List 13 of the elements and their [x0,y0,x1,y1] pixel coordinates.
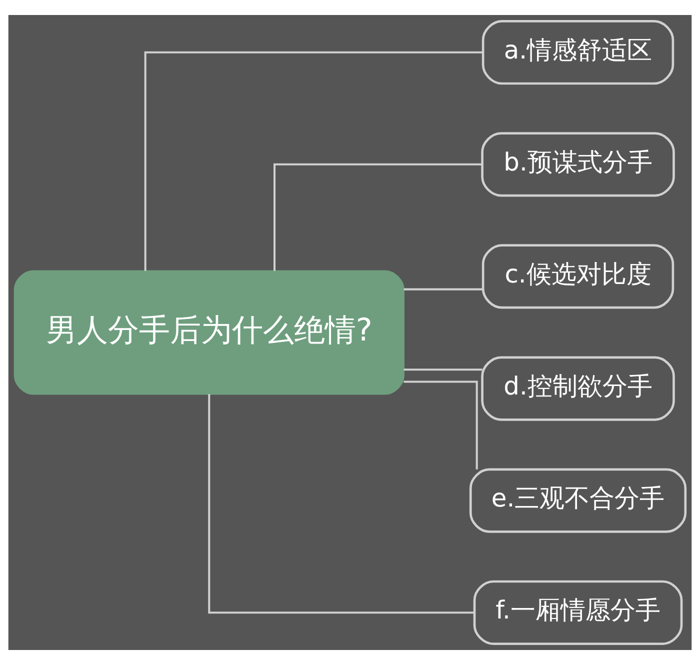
node-box: c.候选对比度 [482,244,674,308]
node-box: f.一厢情愿分手 [473,580,683,644]
connector [404,368,482,370]
connector [404,380,478,469]
node-box: d.控制欲分手 [481,356,675,420]
connector [404,288,484,290]
connector [208,393,474,614]
connector [144,50,484,271]
node-box: 男人分手后为什么绝情? [14,270,404,394]
node-box: a.情感舒适区 [482,20,674,84]
connector [274,162,482,270]
node-box: e.三观不合分手 [469,468,687,532]
node-box: b.预谋式分手 [481,132,675,196]
